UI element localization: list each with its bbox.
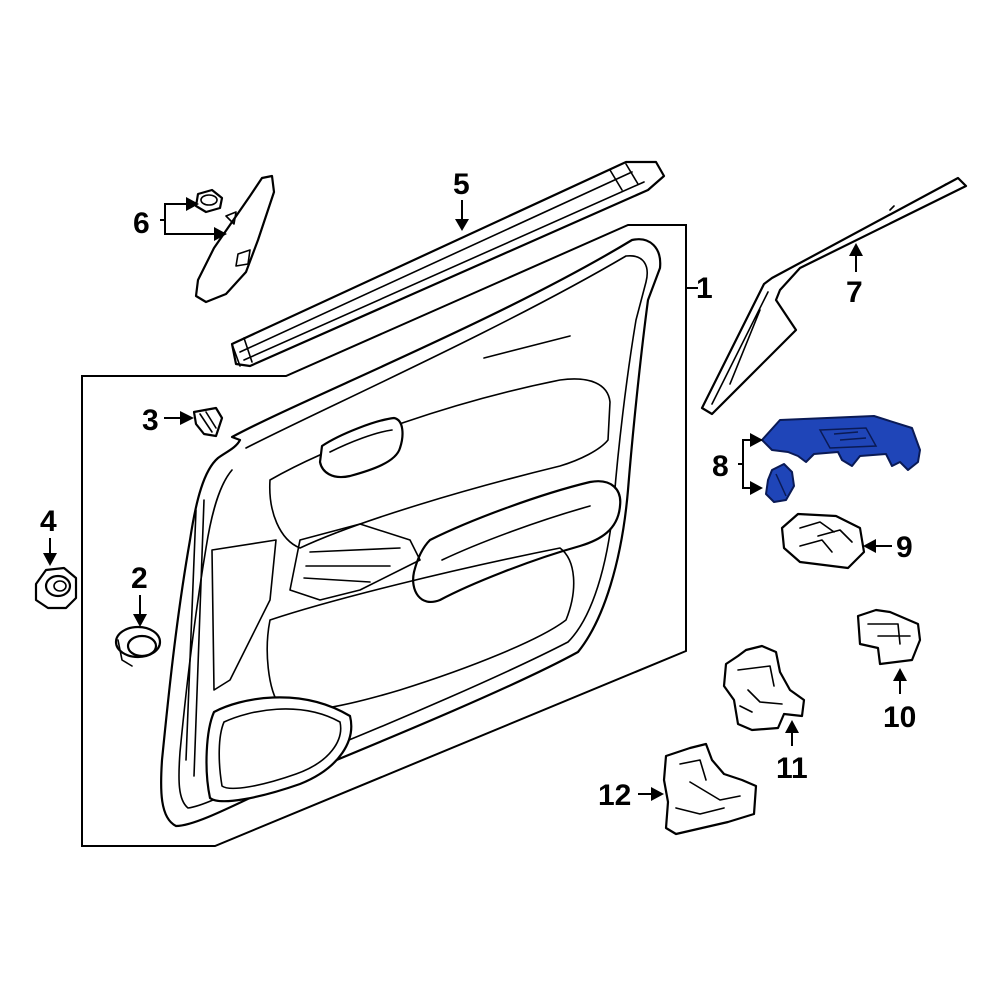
bracket-11[interactable] [722,644,806,732]
garnish-6-detail [225,211,251,267]
clip-3-detail [199,411,217,433]
map-pocket-strip [211,539,277,691]
upper-armrest [269,378,611,549]
callout-3: 3 [142,404,159,437]
arrow-6a [186,197,199,211]
clip-2-cap [126,634,158,658]
callout-6: 6 [133,207,150,240]
pull-handle-inner [441,505,591,561]
arrow-7 [849,243,863,256]
door-trim-panel-group [81,224,698,847]
callout-8: 8 [712,450,729,483]
arrow-3 [180,411,194,425]
callout-11: 11 [776,752,808,785]
switch-panel-8-bezel [818,427,878,449]
weatherstrip-5-end [231,163,639,367]
clip-8-detail [775,473,787,497]
callout-1: 1 [696,272,713,305]
arrow-9 [863,539,876,553]
clip-6[interactable] [194,188,224,214]
clip-2-group [114,595,162,667]
garnish-7[interactable] [700,176,968,416]
panel-edge-trim [185,499,205,777]
grommet-4-group [34,538,78,610]
arrow-2 [133,614,147,627]
callout-12: 12 [598,779,631,812]
bracket-10[interactable] [856,608,922,666]
arrow-8a [750,433,763,447]
inner-handle-lever [329,429,393,453]
panel-top-line [483,335,571,359]
arrow-5 [455,219,469,231]
switch-panel-8[interactable] [761,415,921,471]
switch-pocket [289,523,421,601]
switch-9-buttons [799,521,853,553]
panel-inner-edge [178,255,648,809]
clip-3-body[interactable] [192,406,224,438]
arrow-11 [785,720,799,733]
arrow-6b [214,227,227,241]
callout-4: 4 [40,505,57,538]
bracket-11-detail [737,665,783,713]
weatherstrip-5[interactable] [230,160,666,368]
switch-panel-8-group [738,415,921,503]
arrow-4 [43,553,57,566]
weatherstrip-5-group [230,160,666,368]
pull-handle-pocket [412,480,622,603]
grommet-4-hole [44,574,72,598]
weatherstrip-5-inner [239,171,645,361]
arrow-12 [651,787,664,801]
garnish-6-group [160,174,276,304]
garnish-7-group [700,176,968,416]
leader-6 [160,203,216,235]
grommet-4-hole-inner [53,580,67,592]
garnish-7-detail [711,183,947,405]
bracket-12-detail [675,759,741,815]
bracket-12-group [638,742,758,836]
speaker-grille[interactable] [205,696,353,803]
callout-9: 9 [896,531,913,564]
assembly-outline [81,224,687,847]
bracket-10-detail [867,623,911,645]
callout-2: 2 [131,562,148,595]
bracket-10-group [856,608,922,694]
bracket-11-group [722,644,806,746]
arrow-10 [893,668,907,681]
leader-8 [738,439,752,489]
callout-7: 7 [846,276,863,309]
clip-2-stem [117,639,133,667]
callout-5: 5 [453,168,470,201]
arrow-8b [750,481,763,495]
callout-10: 10 [883,701,916,734]
switch-pocket-ribs [303,547,401,583]
clip-6-head [200,194,218,206]
speaker-grille-inner [218,708,342,790]
switch-9-group [780,512,892,570]
bracket-12[interactable] [662,742,758,836]
clip-3-group [164,406,224,438]
